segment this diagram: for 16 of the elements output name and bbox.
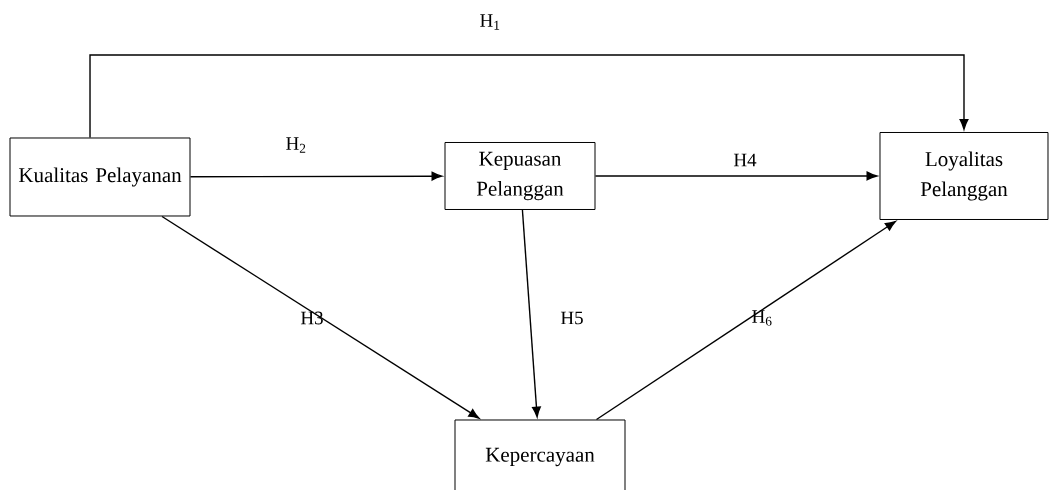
arrow bbox=[594, 171, 878, 181]
arrow bbox=[161, 215, 480, 419]
edge-label: H4 bbox=[733, 153, 757, 167]
edge-label: H$_{1}$ bbox=[480, 14, 500, 30]
concept-box: Kualitas Pelayanan bbox=[9, 137, 191, 217]
edge-label: H3 bbox=[300, 311, 323, 325]
edge-label: H$_{2}$ bbox=[286, 137, 306, 153]
concept-box: Kepercayaan bbox=[454, 419, 626, 490]
arrow bbox=[595, 220, 897, 421]
edge-label: H$_{6}$ bbox=[752, 310, 772, 326]
arrow bbox=[521, 209, 541, 418]
edge-label: H5 bbox=[560, 311, 583, 325]
arrow bbox=[89, 54, 969, 139]
arrow bbox=[189, 171, 443, 181]
concept-box: Loyalitas Pelanggan bbox=[879, 132, 1049, 220]
concept-box: Kepuasan Pelanggan bbox=[444, 142, 596, 210]
